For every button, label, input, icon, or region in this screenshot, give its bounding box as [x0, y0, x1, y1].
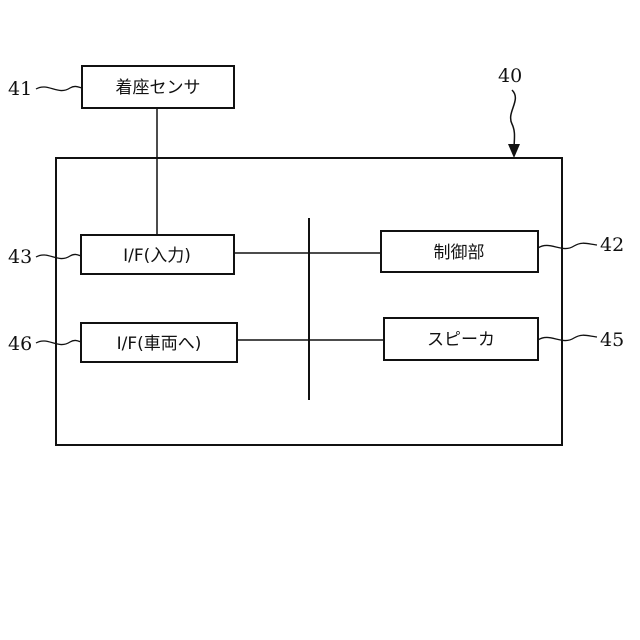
ref-label-46: 46	[8, 333, 32, 355]
leader-43	[36, 254, 81, 258]
ref-label-40: 40	[498, 65, 522, 87]
leader-46	[36, 340, 81, 344]
leader-41	[36, 86, 82, 90]
ref-label-41: 41	[8, 78, 32, 100]
leader-42	[538, 243, 597, 248]
ref-label-42: 42	[600, 234, 624, 256]
ref-label-43: 43	[8, 246, 32, 268]
ref-label-45: 45	[600, 329, 624, 351]
controller-label: 制御部	[434, 243, 485, 263]
if-input-label: I/F(入力)	[123, 246, 191, 266]
seat-sensor-label: 着座センサ	[116, 78, 201, 98]
speaker-label: スピーカ	[427, 330, 495, 350]
leader-45	[538, 335, 597, 340]
leader-arrow-40	[511, 90, 516, 150]
arrowhead-40	[508, 144, 520, 158]
if-vehicle-label: I/F(車両へ)	[117, 334, 202, 354]
